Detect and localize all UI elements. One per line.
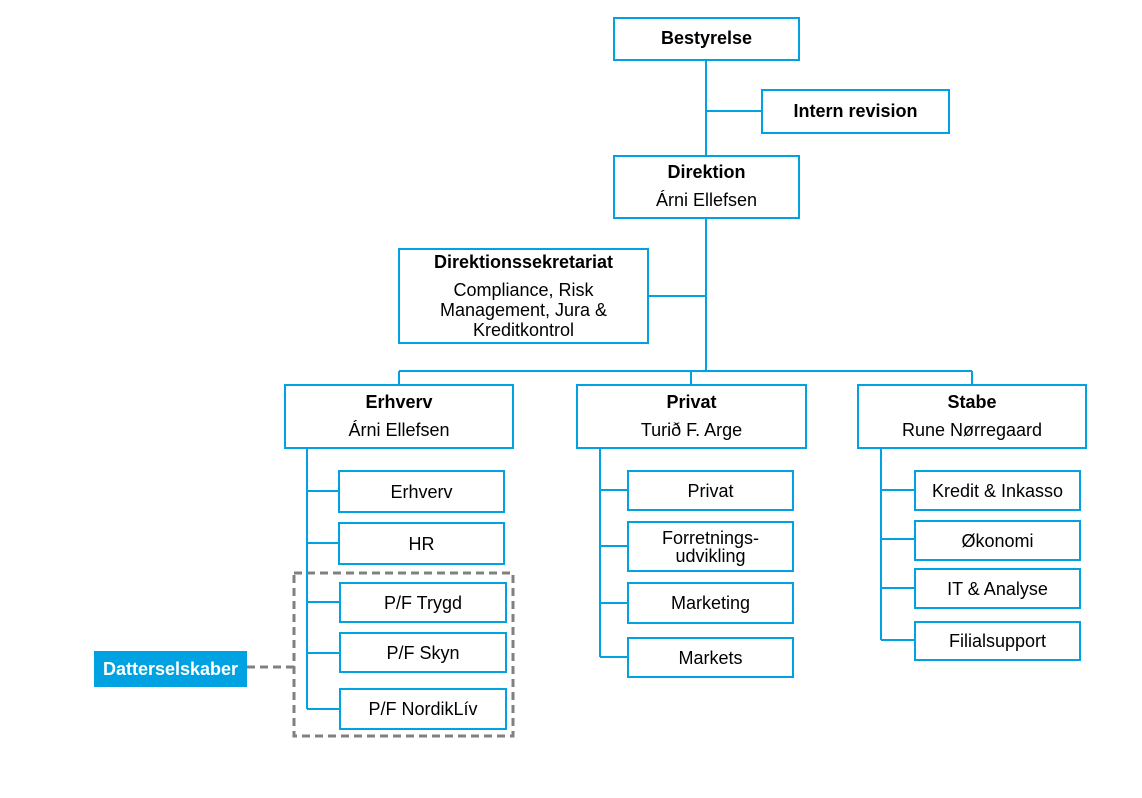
unit-box: Økonomi bbox=[914, 520, 1081, 561]
unit-label: P/F Skyn bbox=[386, 642, 460, 663]
subsidiaries-group-border bbox=[292, 571, 515, 738]
division-head: Rune Nørregaard bbox=[901, 419, 1043, 440]
division-privat-box: Privat Turið F. Arge bbox=[576, 384, 807, 449]
unit-label: Markets bbox=[678, 647, 743, 668]
unit-label: Erhverv bbox=[390, 481, 453, 502]
unit-box: HR bbox=[338, 522, 505, 565]
subsidiaries-label: Datterselskaber bbox=[94, 651, 247, 687]
board-box: Bestyrelse bbox=[613, 17, 800, 61]
unit-label: Marketing bbox=[670, 593, 751, 613]
unit-box: Markets bbox=[627, 637, 794, 678]
unit-label: Filialsupport bbox=[948, 631, 1047, 651]
unit-box: IT & Analyse bbox=[914, 568, 1081, 609]
secretariat-description: Compliance, Risk Management, Jura & Kred… bbox=[439, 280, 608, 340]
executive-box: Direktion Árni Ellefsen bbox=[613, 155, 800, 219]
audit-box: Intern revision bbox=[761, 89, 950, 134]
board-title: Bestyrelse bbox=[660, 28, 753, 49]
unit-label: Økonomi bbox=[961, 530, 1034, 551]
unit-box: P/F Skyn bbox=[339, 632, 507, 673]
unit-label: P/F Trygd bbox=[383, 592, 463, 613]
unit-box: Kredit & Inkasso bbox=[914, 470, 1081, 511]
division-head: Árni Ellefsen bbox=[348, 419, 450, 440]
unit-label: Forretnings-udvikling bbox=[661, 527, 760, 566]
secretariat-box: Direktionssekretariat Compliance, Risk M… bbox=[398, 248, 649, 344]
unit-label: IT & Analyse bbox=[947, 578, 1048, 599]
unit-label: P/F NordikLív bbox=[368, 699, 478, 719]
division-erhverv-box: Erhverv Árni Ellefsen bbox=[284, 384, 514, 449]
unit-label: Privat bbox=[687, 480, 734, 501]
division-title: Stabe bbox=[947, 391, 997, 412]
secretariat-title: Direktionssekretariat bbox=[433, 251, 614, 272]
unit-label: HR bbox=[408, 533, 435, 554]
unit-box: Filialsupport bbox=[914, 621, 1081, 661]
unit-box: P/F NordikLív bbox=[339, 688, 507, 730]
executive-title: Direktion bbox=[667, 162, 746, 183]
division-title: Privat bbox=[666, 391, 717, 412]
division-head: Turið F. Arge bbox=[640, 419, 743, 440]
unit-box: Privat bbox=[627, 470, 794, 511]
division-stabe-box: Stabe Rune Nørregaard bbox=[857, 384, 1087, 449]
unit-box: Marketing bbox=[627, 582, 794, 624]
audit-title: Intern revision bbox=[793, 100, 918, 121]
unit-box: Forretnings-udvikling bbox=[627, 521, 794, 572]
unit-box: Erhverv bbox=[338, 470, 505, 513]
unit-box: P/F Trygd bbox=[339, 582, 507, 623]
division-title: Erhverv bbox=[365, 391, 433, 412]
executive-name: Árni Ellefsen bbox=[655, 190, 758, 210]
unit-label: Kredit & Inkasso bbox=[931, 480, 1064, 501]
